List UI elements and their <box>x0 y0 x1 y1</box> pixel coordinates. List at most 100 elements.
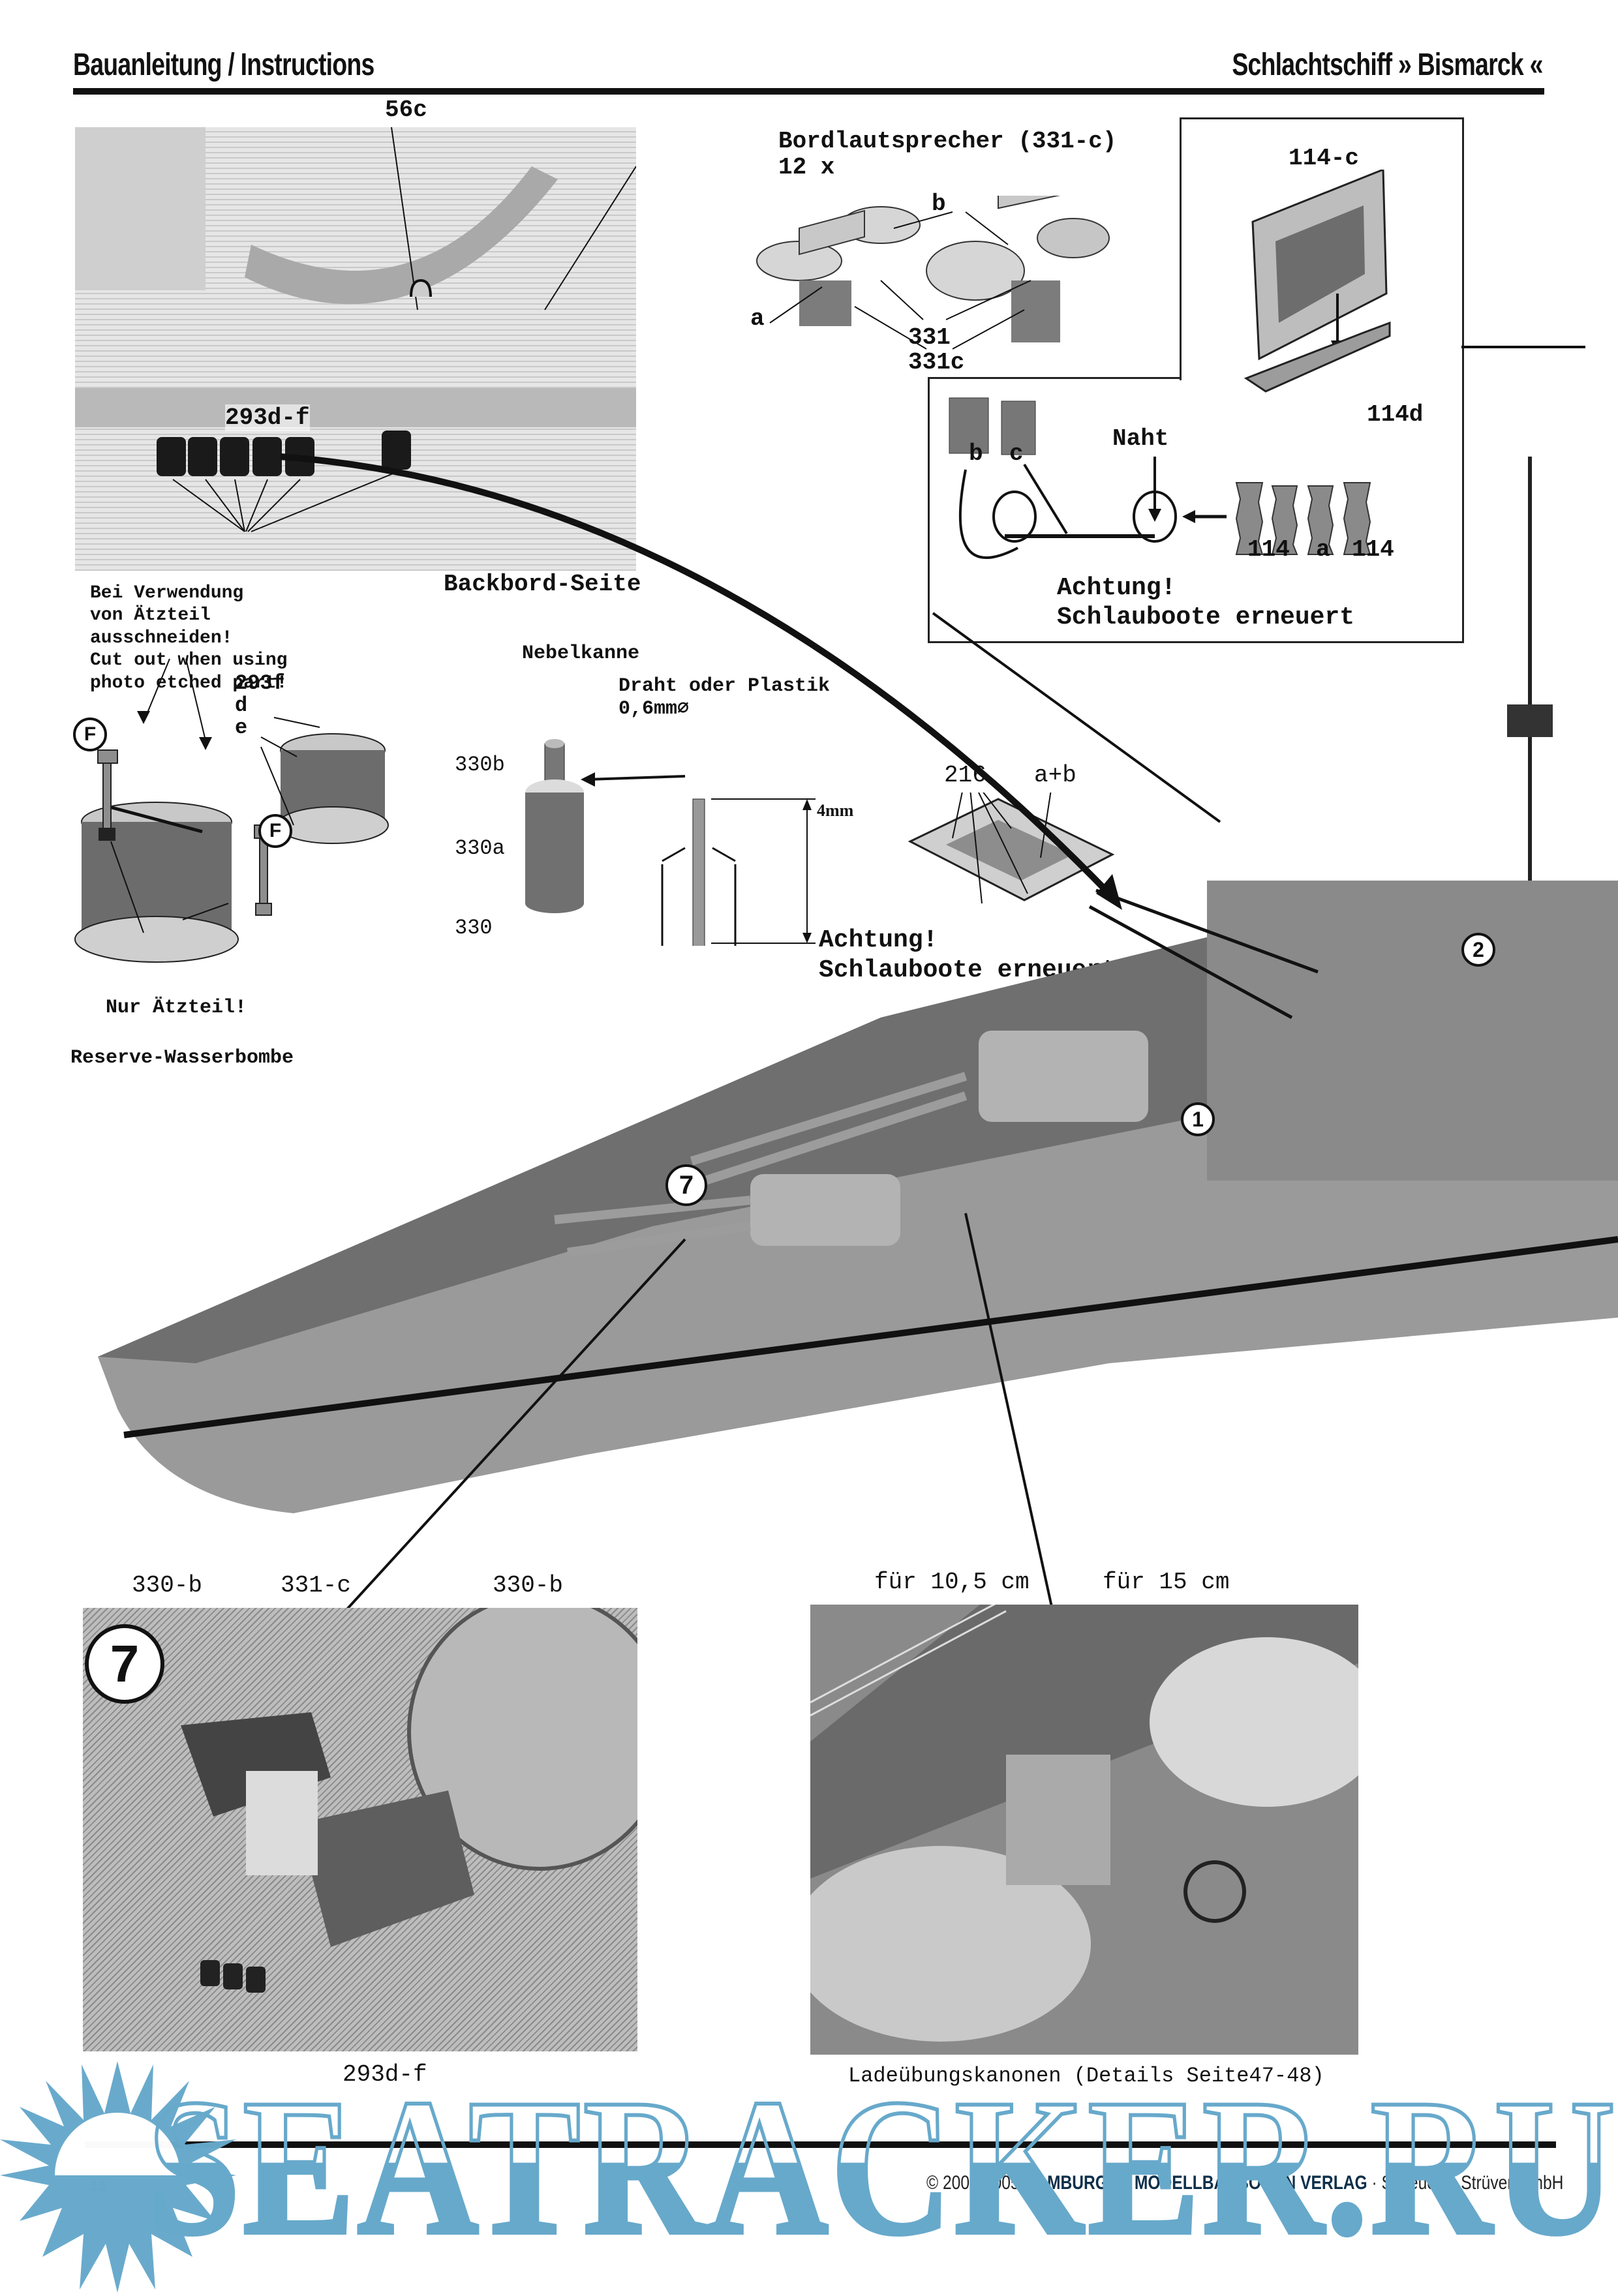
ship-marker-1: 1 <box>1181 1102 1215 1136</box>
loudspeaker-label-331c: 331c <box>908 349 965 376</box>
strip-c-label: c <box>1009 440 1024 467</box>
footer-rule <box>85 2141 1556 2148</box>
raft-base-114d <box>1244 321 1391 393</box>
watermark-text: SEATRACKER.RU <box>145 2057 1618 2277</box>
part-ab-label: a+b <box>1034 762 1076 789</box>
etched-marker-left: F <box>73 718 107 751</box>
callout-lines <box>172 104 637 532</box>
turret-deck <box>810 1846 1091 2042</box>
turret-housing <box>298 1790 474 1947</box>
loudspeaker-right <box>926 196 1110 342</box>
raft-box-step <box>928 377 1182 379</box>
loading-guns-caption: Ladeübungskanonen (Details Seite47-48) <box>848 2064 1324 2088</box>
raft-frame-inner <box>1275 205 1365 323</box>
raft-warning-text: Schlauboote erneuert <box>1057 603 1355 631</box>
loudspeaker-title: Bordlautsprecher (331-c) <box>778 128 1117 155</box>
label-10-5cm: für 10,5 cm <box>874 1569 1030 1595</box>
wire-arrow <box>587 775 686 781</box>
smoke-canister-illustration <box>525 739 816 946</box>
document-title: Bauanleitung / Instructions <box>73 48 374 82</box>
loudspeaker-illustration <box>756 196 1110 350</box>
turret-ring <box>407 1608 637 1871</box>
pointer-line-raft-box <box>932 612 1221 823</box>
part-114d-label: 114d <box>1367 401 1424 428</box>
bulwark <box>75 388 636 427</box>
turret-15cm <box>1150 1637 1358 1807</box>
raft-warning-title: Achtung! <box>1057 574 1176 602</box>
gun-10-5cm <box>1006 1755 1110 1885</box>
strip-c <box>1001 400 1036 455</box>
etched-marker-right: F <box>258 814 292 848</box>
strip-114-right-label: 114 <box>1352 536 1394 563</box>
ship-marker-2: 2 <box>1461 933 1495 967</box>
header-rule <box>73 88 1544 95</box>
loudspeaker-label-b: b <box>932 190 946 217</box>
part-330b-label: 330b <box>455 753 505 777</box>
depth-charges <box>157 430 411 476</box>
pointer-line-raft-2 <box>1088 905 1293 1020</box>
callout-293d-f: 293d-f <box>225 404 310 432</box>
pointer-line-raft-1 <box>1095 888 1319 974</box>
watermark-text-fill: SEATRACKER.RU <box>147 2059 1618 2275</box>
wire-rod <box>692 798 705 946</box>
depth-charge-main <box>74 802 239 963</box>
detail7-label-330b-right: 330-b <box>493 1572 564 1599</box>
part-56c <box>410 279 432 297</box>
boat-cradle <box>245 166 558 305</box>
pointer-arrow-backbord <box>280 453 1112 896</box>
depth-charge-caption: Reserve-Wasserbombe <box>70 1047 294 1069</box>
label-15cm: für 15 cm <box>1103 1569 1230 1595</box>
loudspeaker-label-331: 331 <box>908 324 951 351</box>
turret-a <box>750 1174 900 1246</box>
company-name: Scheuer & Strüver GmbH <box>1381 2172 1564 2194</box>
loading-guns-image <box>810 1605 1358 2055</box>
superstructure-block <box>75 127 206 290</box>
pointer-line-detail-guns <box>964 1213 1058 1631</box>
ship-marker-7: 7 <box>665 1164 707 1206</box>
strip-114-left-label: 114 <box>1247 536 1290 563</box>
strip-b-label: b <box>969 440 983 467</box>
strip-a-label: a <box>1316 536 1330 563</box>
strips-114 <box>1235 482 1371 555</box>
ring-left <box>992 491 1037 543</box>
part-d-label: d <box>235 693 248 718</box>
backbord-detail-image <box>75 104 637 571</box>
raft-assembly-diagram <box>949 397 1371 559</box>
wire-material-note: Draht oder Plastik 0,6mm⌀ <box>618 675 831 720</box>
small-raft-illustration <box>908 793 1115 904</box>
superstructure <box>1207 881 1618 1181</box>
canister-outline <box>661 847 737 946</box>
part-330-label: 330 <box>455 916 493 940</box>
pointer-line-detail-7 <box>338 1238 686 1619</box>
callout-56c: 56c <box>385 97 427 123</box>
small-raft-warning-title: Achtung! <box>819 926 938 954</box>
backbord-caption: Backbord-Seite <box>444 571 641 597</box>
loudspeaker-label-a: a <box>750 305 765 332</box>
step-7-badge: 7 <box>85 1624 164 1704</box>
detail-7-image <box>83 1608 637 2051</box>
seam-label: Naht <box>1112 425 1169 452</box>
sun-watermark-icon <box>0 2061 236 2293</box>
loudspeaker-left <box>756 206 921 326</box>
depth-charge-leaders <box>110 658 320 933</box>
raft-box-connector <box>1461 346 1585 348</box>
railings <box>810 1605 1007 1717</box>
detail7-label-331c: 331-c <box>281 1572 352 1599</box>
strip-b <box>949 397 989 454</box>
part-e-label: e <box>235 716 248 740</box>
loudspeaker-qty: 12 x <box>778 154 835 181</box>
loudspeaker-leaders <box>769 211 1031 350</box>
canisters <box>200 1960 266 1993</box>
detail7-bottom-label: 293d-f <box>343 2061 427 2088</box>
backbord-illustration <box>75 104 637 532</box>
detail7-label-330b-left: 330-b <box>132 1572 203 1599</box>
copyright-icon: © <box>926 2172 939 2194</box>
gun-barrels <box>554 1072 968 1257</box>
copyright-years: 2000-2005 <box>942 2172 1020 2194</box>
dimension-label: 4mm <box>817 801 854 820</box>
raft-frame-illustration <box>1244 170 1391 393</box>
loudspeaker-block <box>181 1712 331 1817</box>
etched-only-label: Nur Ätzteil! <box>106 997 247 1019</box>
etched-part-note: Bei Verwendung von Ätzteil ausschneiden!… <box>90 583 288 693</box>
